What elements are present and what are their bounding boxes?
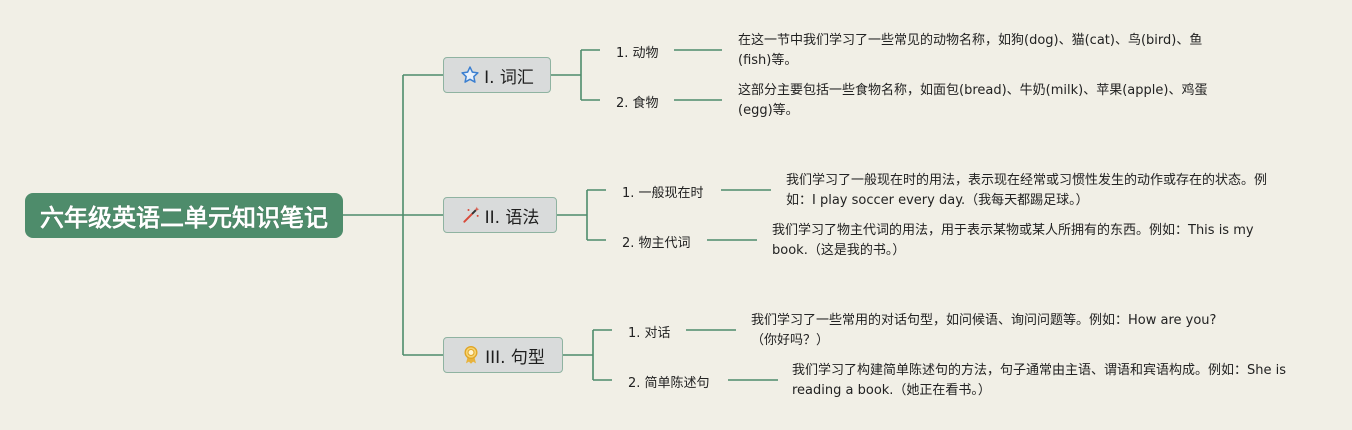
description-dialogue: 我们学习了一些常用的对话句型，如问候语、询问问题等。例如：How are you… [751,313,1217,348]
description-present-simple: 我们学习了一般现在时的用法，表示现在经常或习惯性发生的动作或存在的状态。例如：I… [786,173,1268,208]
subtopic-food[interactable]: 2. 食物 [616,96,659,111]
subtopic-possessive-pronouns[interactable]: 2. 物主代词 [622,236,691,251]
description-animals: 在这一节中我们学习了一些常见的动物名称，如狗(dog)、猫(cat)、鸟(bir… [738,33,1203,68]
subtopic-animals[interactable]: 1. 动物 [616,46,659,61]
section-label: III. 句型 [485,347,545,368]
section-grammar[interactable]: II. 语法 [443,197,557,233]
description-simple-statement: 我们学习了构建简单陈述句的方法，句子通常由主语、谓语和宾语构成。例如：She i… [792,363,1287,398]
magic-wand-icon [461,205,481,225]
star-icon [460,65,480,85]
section-label: II. 语法 [484,207,540,228]
section-vocabulary[interactable]: I. 词汇 [443,57,551,93]
description-food: 这部分主要包括一些食物名称，如面包(bread)、牛奶(milk)、苹果(app… [738,83,1208,118]
section-sentence-patterns[interactable]: III. 句型 [443,337,563,373]
root-title: 六年级英语二单元知识笔记 [40,204,328,232]
root-topic[interactable]: 六年级英语二单元知识笔记 [25,193,343,238]
subtopic-present-simple[interactable]: 1. 一般现在时 [622,186,704,201]
subtopic-dialogue[interactable]: 1. 对话 [628,326,671,341]
award-icon [461,345,481,365]
description-possessive-pronouns: 我们学习了物主代词的用法，用于表示某物或某人所拥有的东西。例如：This is … [772,223,1254,258]
subtopic-simple-statement[interactable]: 2. 简单陈述句 [628,376,710,391]
section-label: I. 词汇 [484,67,534,88]
